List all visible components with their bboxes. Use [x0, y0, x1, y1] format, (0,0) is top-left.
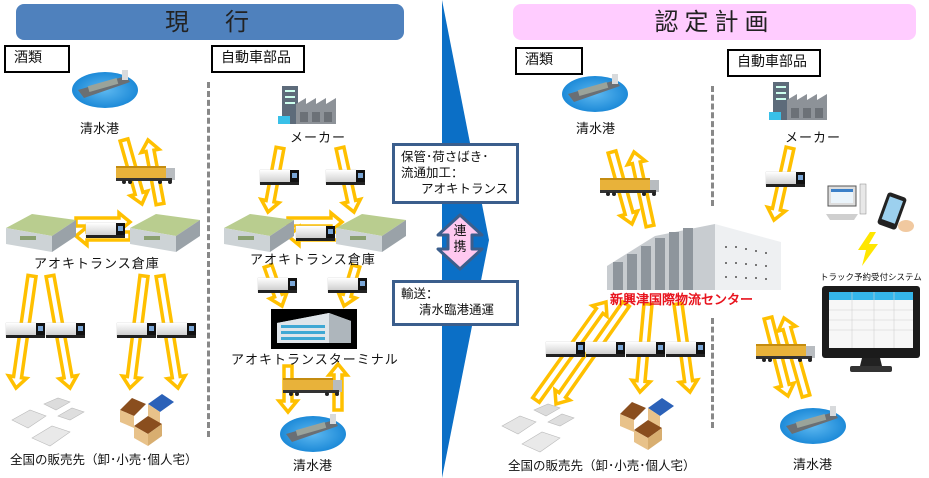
store-buildings-icon — [11, 397, 85, 447]
computer-icon — [826, 183, 867, 220]
warehouse-icon — [130, 214, 200, 252]
current-liquor-port-label: 清水港 — [80, 122, 120, 137]
box-truck-icon — [295, 225, 336, 242]
ship-icon — [72, 70, 138, 108]
smartphone-icon — [877, 192, 914, 232]
warehouse-icon — [224, 214, 294, 252]
ship-icon — [780, 406, 846, 444]
box-truck-icon — [156, 322, 197, 339]
current-divider — [207, 82, 210, 437]
category-auto-plan: 自動車部品 — [727, 49, 821, 77]
box-truck-icon — [45, 322, 86, 339]
link-label: 連 携 — [452, 224, 468, 256]
box-truck-icon — [259, 169, 300, 186]
current-auto-warehouse-label: アオキトランス倉庫 — [250, 253, 376, 268]
link-char: 携 — [453, 240, 467, 255]
category-auto-current: 自動車部品 — [211, 45, 305, 73]
current-destination-label: 全国の販売先（卸･小売･個人宅） — [10, 452, 198, 467]
box-truck-icon — [257, 277, 298, 294]
box-truck-icon — [765, 171, 806, 188]
box-truck-icon — [625, 341, 666, 358]
plan-divider-top — [711, 86, 714, 206]
category-label: 酒類 — [14, 50, 42, 66]
box-truck-icon — [116, 322, 157, 339]
plan-destination-label: 全国の販売先（卸･小売･個人宅） — [508, 458, 696, 473]
monitor-icon — [822, 286, 920, 372]
container-truck-icon — [756, 344, 815, 362]
info-line: 輸送： — [401, 286, 439, 301]
info-line: 流通加工： — [401, 165, 464, 180]
current-title: 現 行 — [165, 8, 255, 36]
distribution-center-icon — [607, 224, 781, 290]
box-truck-icon — [5, 322, 46, 339]
category-liquor-current: 酒類 — [4, 45, 70, 73]
box-truck-icon — [585, 341, 626, 358]
houses-icon — [620, 398, 674, 450]
box-truck-icon — [85, 222, 126, 239]
info-line: 清水臨港通運 — [419, 302, 495, 317]
container-truck-icon — [283, 378, 342, 396]
factory-icon — [769, 82, 827, 120]
current-auto-port-label: 清水港 — [293, 459, 333, 474]
ship-icon — [280, 414, 346, 452]
plan-maker-label: メーカー — [785, 131, 842, 146]
plan-header: 認定計画 — [513, 4, 916, 40]
lightning-icon — [858, 232, 878, 266]
warehouse-icon — [336, 214, 406, 252]
link-char: 連 — [453, 224, 467, 239]
link-double-arrow-icon — [436, 213, 484, 271]
current-terminal-label: アオキトランスターミナル — [231, 353, 399, 368]
ship-icon — [562, 74, 628, 112]
info-line: アオキトランス — [421, 181, 509, 196]
booking-system-label: トラック予約受付システム — [820, 273, 922, 283]
store-buildings-icon — [501, 403, 575, 453]
terminal-building-icon — [271, 309, 357, 349]
category-label: 酒類 — [525, 52, 553, 68]
category-label: 自動車部品 — [221, 50, 291, 66]
transport-info-box: 輸送： 清水臨港通運 — [392, 280, 519, 326]
container-truck-icon — [600, 178, 659, 196]
info-line: 保管･荷さばき･ — [401, 149, 489, 164]
category-liquor-plan: 酒類 — [515, 47, 583, 75]
houses-icon — [120, 394, 174, 446]
box-truck-icon — [327, 277, 368, 294]
box-truck-icon — [545, 341, 586, 358]
category-label: 自動車部品 — [737, 54, 807, 70]
plan-auto-port-label: 清水港 — [793, 458, 833, 473]
current-liquor-warehouse-label: アオキトランス倉庫 — [34, 257, 160, 272]
plan-divider-bottom — [711, 318, 714, 428]
storage-info-box: 保管･荷さばき･ 流通加工： アオキトランス — [392, 143, 519, 204]
center-label: 新興津国際物流センター — [610, 293, 754, 308]
box-truck-icon — [325, 169, 366, 186]
plan-title: 認定計画 — [654, 8, 775, 36]
container-truck-icon — [116, 166, 175, 184]
plan-liquor-port-label: 清水港 — [576, 122, 616, 137]
box-truck-icon — [665, 341, 706, 358]
warehouse-icon — [6, 214, 76, 252]
factory-icon — [278, 86, 336, 124]
current-header: 現 行 — [16, 4, 404, 40]
current-maker-label: メーカー — [290, 131, 347, 146]
